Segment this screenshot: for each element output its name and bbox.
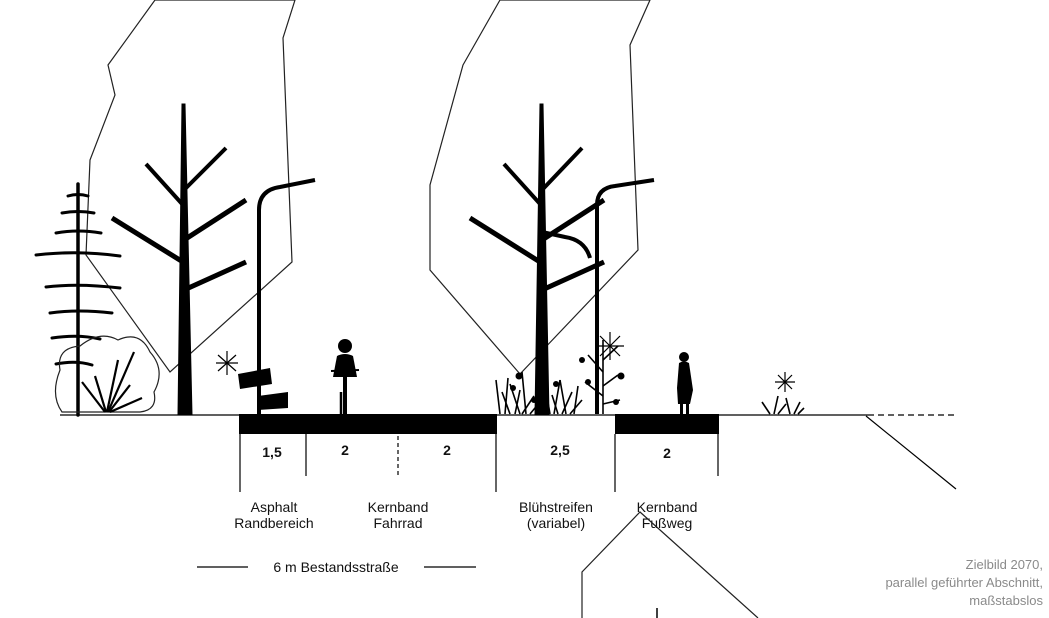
star-flower-right	[775, 372, 795, 392]
asphalt-band	[239, 414, 497, 434]
deciduous-tree-middle	[468, 103, 606, 416]
label-cycle-line2: Fahrrad	[373, 515, 422, 531]
conifer-tree	[34, 182, 122, 417]
label-asphalt-line2: Randbereich	[234, 515, 313, 531]
label-flower-line1: Blühstreifen	[519, 499, 593, 515]
segment-width-4: 2,5	[550, 442, 570, 458]
star-flower-left	[216, 351, 238, 375]
star-flower-middle	[596, 332, 624, 360]
segment-width-2: 2	[341, 442, 349, 458]
cyclist-silhouette	[330, 339, 360, 414]
street-lamp-middle	[595, 178, 655, 414]
label-cycle-line1: Kernband	[368, 499, 429, 515]
shrub-left	[54, 335, 160, 414]
caption-line3: maßstabslos	[969, 593, 1043, 608]
label-flower-line2: (variabel)	[527, 515, 585, 531]
street-lamp-left	[257, 178, 316, 416]
segment-width-5: 2	[663, 445, 671, 461]
existing-road-label: 6 m Bestandsstraße	[273, 559, 398, 575]
caption-line2: parallel geführter Abschnitt,	[885, 575, 1043, 590]
direction-signs	[238, 368, 288, 410]
segment-width-3: 2	[443, 442, 451, 458]
deciduous-tree-left	[110, 103, 248, 416]
grass-right	[761, 395, 805, 415]
tree-crown-outline-left	[85, 0, 296, 373]
label-footpath-line2: Fußweg	[642, 515, 693, 531]
embankment-slope	[865, 415, 957, 490]
label-asphalt-line1: Asphalt	[251, 499, 298, 515]
footpath-band	[615, 414, 719, 434]
tree-crown-outline-middle	[429, 0, 651, 375]
segment-dividers	[239, 434, 719, 492]
segment-width-1: 1,5	[262, 444, 282, 460]
pedestrian-silhouette	[677, 352, 693, 414]
flower-buds	[510, 357, 625, 405]
flower-plants	[495, 340, 621, 415]
caption-line1: Zielbild 2070,	[965, 557, 1043, 572]
tree-crown-outline-bottom	[581, 511, 759, 618]
caption: Zielbild 2070, parallel geführter Abschn…	[885, 556, 1043, 610]
label-footpath-line1: Kernband	[637, 499, 698, 515]
street-lamp-middle-2	[541, 230, 592, 259]
